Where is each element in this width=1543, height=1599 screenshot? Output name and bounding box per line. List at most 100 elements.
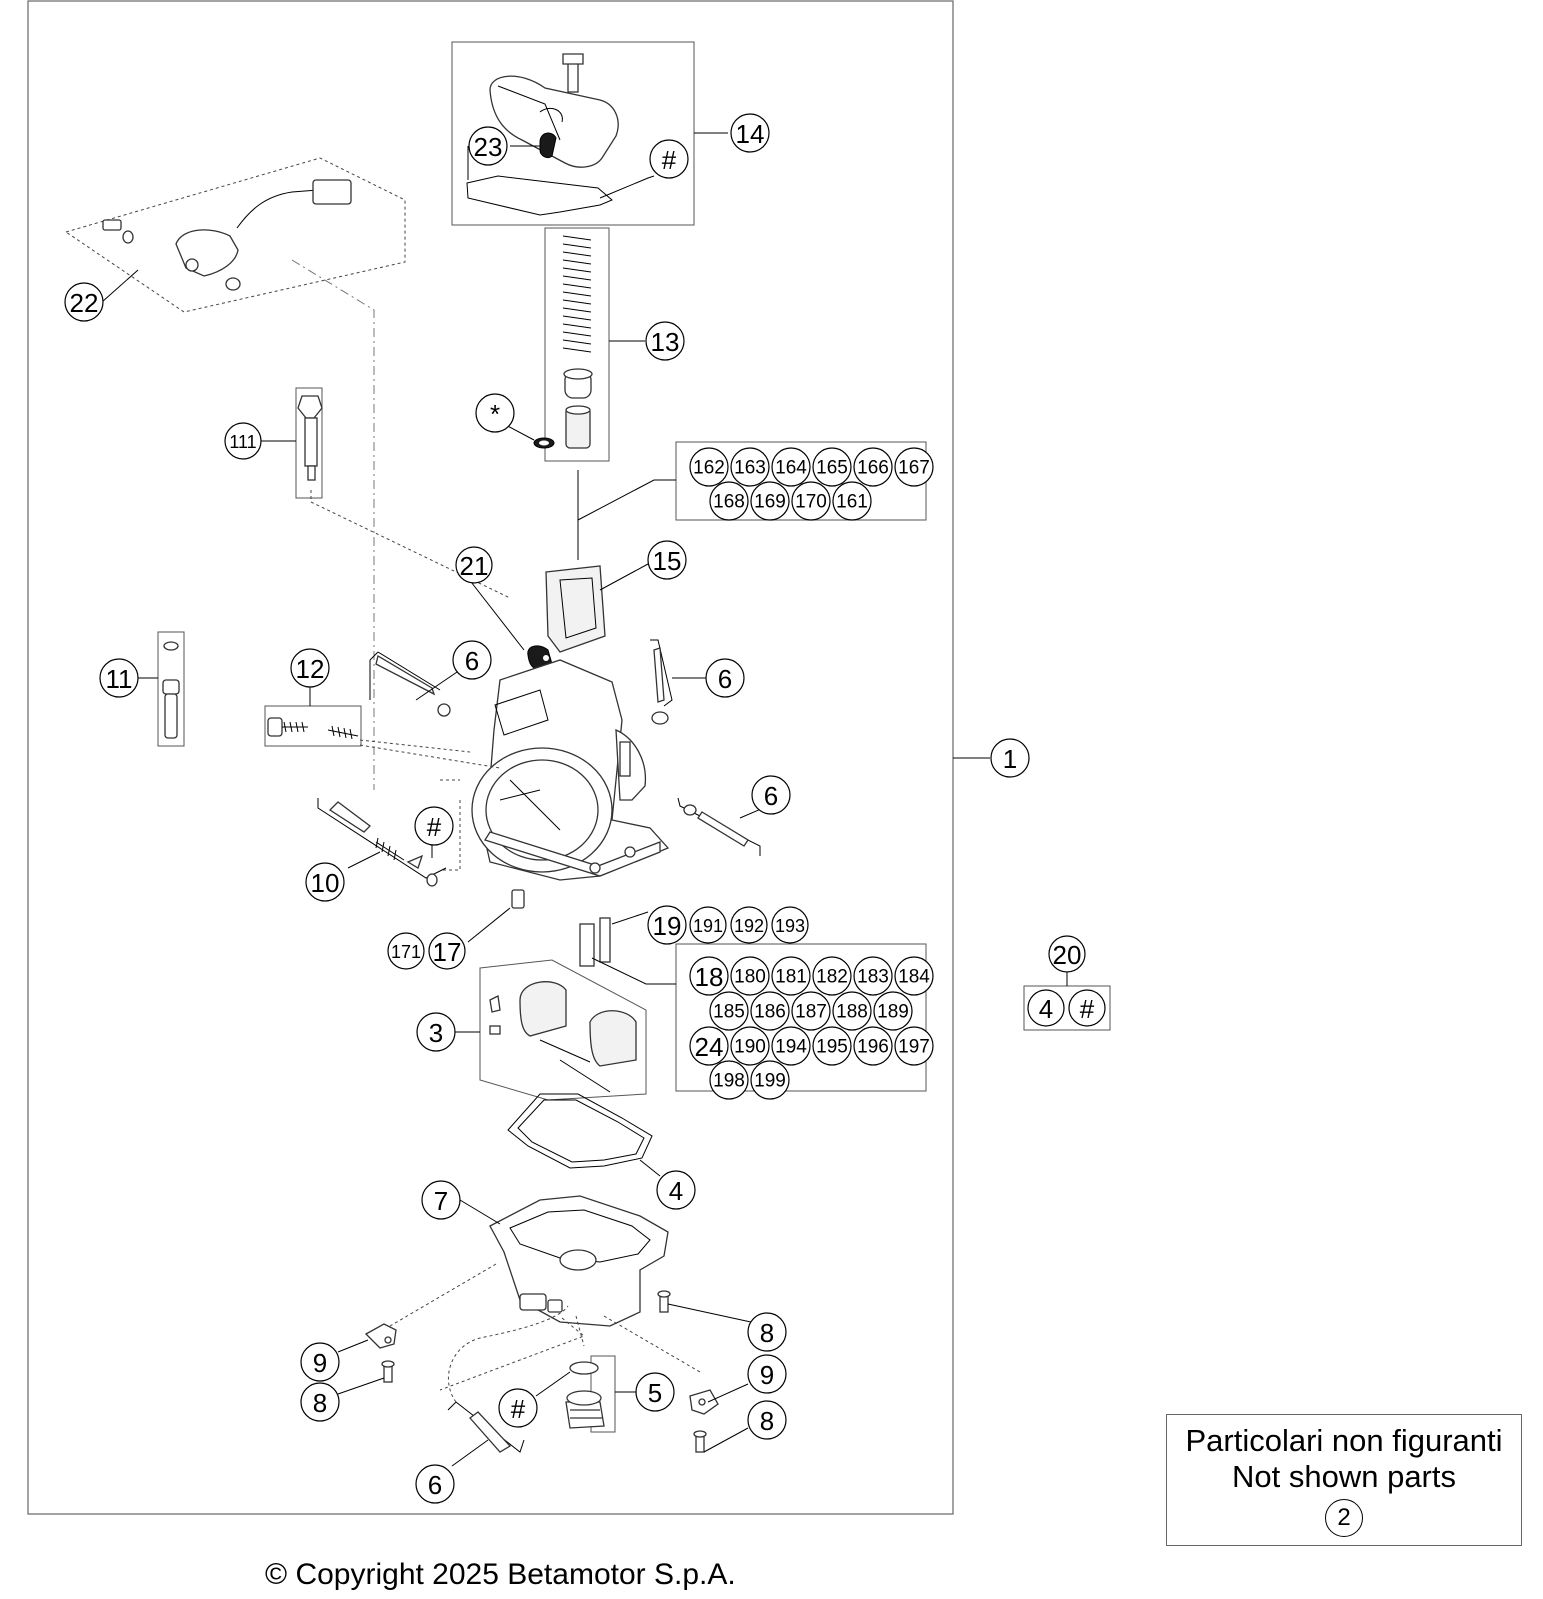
not-shown-title-it: Particolari non figuranti (1185, 1423, 1503, 1458)
jet-callout-188-label: 188 (836, 1002, 868, 1023)
callout-c15-label: 15 (653, 546, 682, 576)
callout-cstar: * (475, 393, 515, 433)
air-screw-part (267, 717, 359, 740)
jet-callout-180: 180 (730, 956, 770, 996)
jet-callout-188: 188 (832, 991, 872, 1031)
callout-c111: 111 (224, 422, 262, 460)
callout-c11: 11 (99, 658, 139, 698)
callout-chash1-label: # (662, 145, 677, 175)
needle-callout-162: 162 (689, 447, 729, 487)
main-jet-parts (579, 917, 611, 967)
main-frame (27, 0, 954, 1515)
callout-chash3: # (498, 1388, 538, 1428)
needle-callout-164: 164 (771, 447, 811, 487)
callout-c9b: 9 (747, 1354, 787, 1394)
callout-c5-label: 5 (648, 1378, 662, 1408)
needle-holder-part (565, 405, 591, 449)
callout-c192-label: 192 (734, 916, 764, 936)
jet-callout-185-label: 185 (713, 1002, 745, 1023)
callout-c4b: 4 (1027, 989, 1065, 1027)
callout-c10-label: 10 (311, 868, 340, 898)
callout-c193: 193 (771, 906, 809, 944)
slide-spring-part (562, 235, 592, 353)
jet-callout-184: 184 (894, 956, 934, 996)
bracket-part-9b (689, 1389, 719, 1415)
callout-c192: 192 (730, 906, 768, 944)
callout-c9b-label: 9 (760, 1360, 774, 1390)
jet-callout-186: 186 (750, 991, 790, 1031)
needle-callout-166: 166 (853, 447, 893, 487)
callout-c6d: 6 (415, 1464, 455, 1504)
float-bowl-part (489, 1195, 669, 1327)
not-shown-parts-box: Particolari non figuranti Not shown part… (1166, 1414, 1522, 1546)
jet-callout-196: 196 (853, 1026, 893, 1066)
jet-group-box (675, 943, 927, 1092)
callout-c7-label: 7 (434, 1186, 448, 1216)
jet-callout-197-label: 197 (898, 1037, 930, 1058)
callout-c171-label: 171 (391, 942, 421, 962)
jet-callout-198-label: 198 (713, 1071, 745, 1092)
throttle-position-sensor-part (102, 179, 352, 291)
callout-c17-label: 17 (433, 937, 462, 967)
pin-part-6d (447, 1305, 569, 1453)
jet-callout-195-label: 195 (816, 1037, 848, 1058)
carb-top-cover-part (467, 53, 619, 180)
callout-c22: 22 (64, 282, 104, 322)
needle-callout-164-label: 164 (775, 458, 807, 479)
callout-c191-label: 191 (693, 916, 723, 936)
callout-leaders (101, 132, 1068, 1467)
jet-callout-182-label: 182 (816, 967, 848, 988)
callout-c6b: 6 (705, 658, 745, 698)
needle-callout-165-label: 165 (816, 458, 848, 479)
callout-c1: 1 (990, 738, 1030, 778)
callout-c8b-label: 8 (313, 1388, 327, 1418)
jet-callout-187: 187 (791, 991, 831, 1031)
callout-c10: 10 (305, 862, 345, 902)
callout-chash1: # (649, 139, 689, 179)
jet-callout-190-label: 190 (734, 1037, 766, 1058)
callout-c3: 3 (416, 1012, 456, 1052)
callout-c6d-label: 6 (428, 1470, 442, 1500)
cover-gasket-part (466, 175, 613, 216)
jet-callout-196-label: 196 (857, 1037, 889, 1058)
jet-callout-18: 18 (689, 956, 729, 996)
screw-part-8a (657, 1290, 671, 1313)
callout-c9a-label: 9 (313, 1348, 327, 1378)
jet-callout-184-label: 184 (898, 967, 930, 988)
callout-c12: 12 (290, 648, 330, 688)
jet-callout-194-label: 194 (775, 1037, 807, 1058)
callout-chash2-label: # (427, 812, 442, 842)
starter-plunger-part (317, 798, 447, 887)
callout-c111-label: 111 (229, 432, 256, 452)
float-bowl-gasket-part (507, 1093, 653, 1169)
pin-part-6a (369, 651, 451, 717)
callout-c3-label: 3 (429, 1018, 443, 1048)
pin-part-6c (677, 797, 761, 856)
callout-c8a-label: 8 (760, 1318, 774, 1348)
jet-callout-189-label: 189 (877, 1002, 909, 1023)
needle-callout-168-label: 168 (713, 492, 745, 513)
screw-part-8b (381, 1360, 395, 1383)
callout-c4-label: 4 (669, 1176, 683, 1206)
needle-callout-169-label: 169 (754, 492, 786, 513)
callout-c1-label: 1 (1003, 744, 1017, 774)
callout-c19-label: 19 (653, 911, 682, 941)
needle-callout-161-label: 161 (836, 492, 868, 513)
callout-c6a-label: 6 (465, 646, 479, 676)
jet-callout-185: 185 (709, 991, 749, 1031)
needle-callout-162-label: 162 (693, 458, 725, 479)
sensor-area-outline (64, 157, 406, 313)
bracket-part-9a (364, 1323, 397, 1349)
choke-plunger-part (162, 641, 180, 739)
callout-c9a: 9 (300, 1342, 340, 1382)
callout-c8c-label: 8 (760, 1406, 774, 1436)
needle-clip-washer-hole (539, 440, 549, 446)
jet-callout-190: 190 (730, 1026, 770, 1066)
idle-screw-box (295, 387, 323, 499)
not-shown-part-number: 2 (1325, 1499, 1363, 1537)
callout-c15: 15 (647, 540, 687, 580)
choke-box (157, 631, 185, 747)
callout-c13: 13 (645, 321, 685, 361)
needle-callout-163: 163 (730, 447, 770, 487)
callout-c6c: 6 (751, 775, 791, 815)
